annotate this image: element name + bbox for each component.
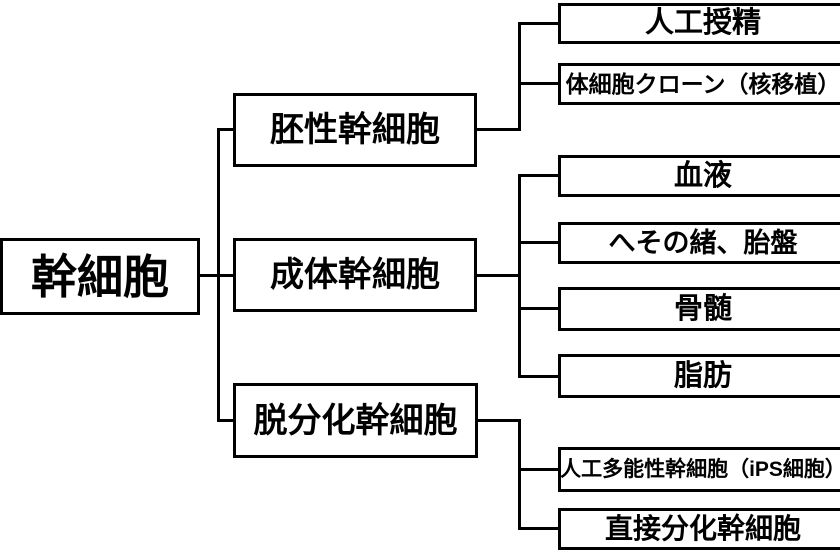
connector-artificial-insemination xyxy=(521,22,558,25)
connector-embryonic-parent xyxy=(477,128,520,131)
node-fat: 脂肪 xyxy=(558,354,840,398)
node-somatic-cell-clone: 体細胞クローン（核移植） xyxy=(558,63,840,105)
node-stem-cell: 幹細胞 xyxy=(0,238,200,315)
connector-somatic-cell-clone xyxy=(518,82,558,85)
connector-adult-trunk-vertical xyxy=(518,174,521,378)
connector-adult-parent xyxy=(477,274,520,277)
node-dedifferentiated-stem-cell: 脱分化幹細胞 xyxy=(233,383,478,458)
node-blood: 血液 xyxy=(558,155,840,197)
connector-branch-embryonic xyxy=(218,128,233,131)
connector-directly-differentiated xyxy=(518,527,558,530)
node-umbilical-cord-placenta: へその緒、胎盤 xyxy=(558,222,840,264)
connector-bone-marrow xyxy=(518,307,558,310)
connector-root-horizontal xyxy=(200,274,233,277)
connector-fat xyxy=(518,375,558,378)
node-artificial-insemination: 人工授精 xyxy=(558,3,840,44)
connector-dedifferentiated-parent xyxy=(478,419,520,422)
connector-branch-dedifferentiated xyxy=(218,419,233,422)
connector-ips-cell xyxy=(518,468,558,471)
node-ips-cell: 人工多能性幹細胞（iPS細胞） xyxy=(558,447,840,492)
node-embryonic-stem-cell: 胚性幹細胞 xyxy=(233,93,477,167)
connector-embryonic-trunk-vertical xyxy=(518,22,521,131)
connector-left-trunk-vertical xyxy=(217,128,220,422)
connector-umbilical-cord-placenta xyxy=(518,241,558,244)
node-bone-marrow: 骨髄 xyxy=(558,287,840,331)
connector-dedifferentiated-trunk-vertical xyxy=(518,419,521,530)
node-directly-differentiated-stem-cell: 直接分化幹細胞 xyxy=(558,508,840,550)
node-adult-stem-cell: 成体幹細胞 xyxy=(233,238,477,312)
connector-blood xyxy=(518,174,558,177)
